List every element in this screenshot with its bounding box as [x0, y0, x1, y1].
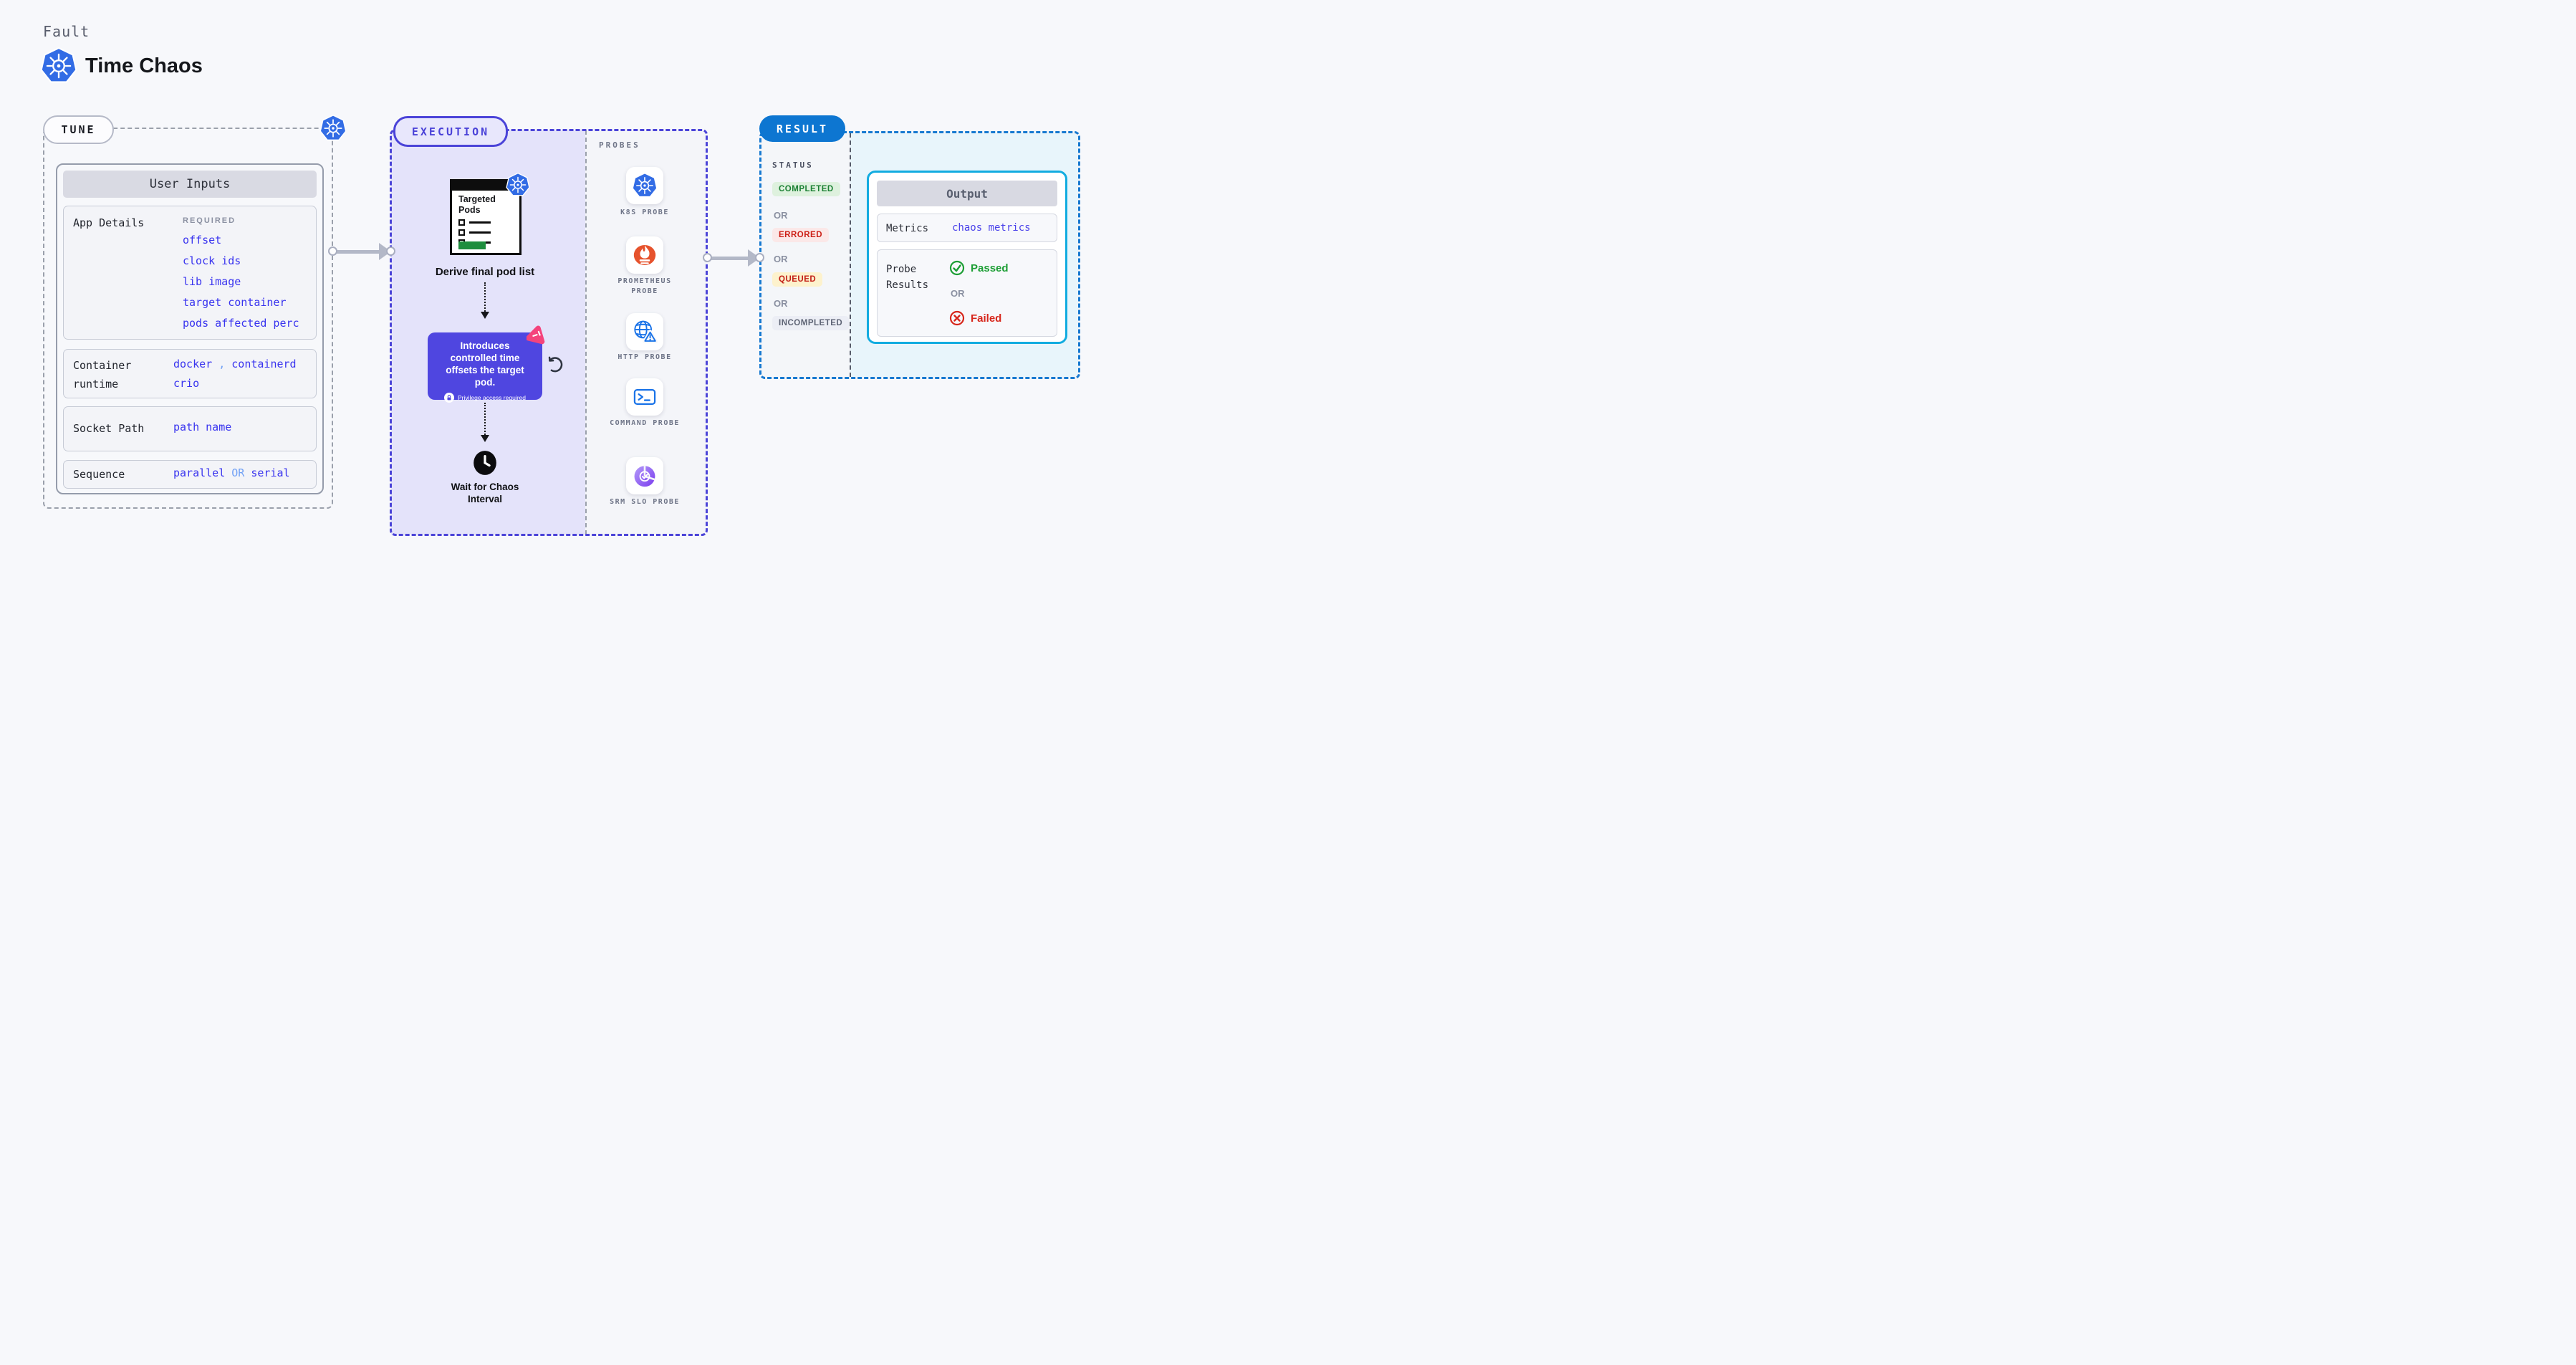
targeted-pods-title: Targeted Pods [458, 194, 496, 215]
tune-pill: TUNE [43, 115, 114, 144]
privilege-note: Privilege access required [458, 394, 526, 401]
x-circle-icon [949, 310, 965, 326]
socket-path-row [63, 406, 317, 451]
runtime-containerd[interactable]: containerd [231, 358, 297, 370]
kubernetes-logo-icon [40, 47, 77, 83]
tooltip-text: Introduces controlled time offsets the t… [446, 340, 524, 388]
connector-dot [386, 246, 395, 256]
k8s-icon [632, 173, 658, 198]
probe-label-k8s: K8S PROBE [620, 209, 669, 216]
metrics-value-link[interactable]: chaos metrics [952, 222, 1031, 234]
probe-label-http: HTTP PROBE [617, 353, 672, 361]
status-badge-incompleted: INCOMPLETED [772, 316, 850, 330]
prometheus-icon [633, 244, 656, 266]
time-chaos-diagram: Fault Time Chaos TUNE User Inputs App De… [0, 0, 1115, 590]
flow-dotted-arrow [481, 282, 489, 319]
probe-results-row: Probe Results Passed OR Failed [877, 249, 1057, 337]
probe-results-label: Probe Results [886, 264, 929, 291]
probe-card-prometheus[interactable] [626, 236, 663, 274]
pod-checkbox [458, 219, 465, 226]
probe-card-http[interactable] [626, 313, 663, 350]
user-inputs-card [56, 163, 324, 494]
derive-pod-list-caption: Derive final pod list [435, 266, 535, 278]
kubernetes-corner-icon [319, 115, 347, 141]
sequence-serial[interactable]: serial [251, 466, 290, 479]
probe-card-k8s[interactable] [626, 167, 663, 204]
kubernetes-badge-icon [506, 173, 530, 196]
wait-interval-caption: Wait for Chaos Interval [451, 482, 519, 504]
probe-label-prometheus: PROMETHEUS PROBE [617, 277, 672, 295]
container-runtime-label: Container runtime [73, 359, 132, 391]
socket-path-label: Socket Path [73, 422, 145, 435]
probe-label-command: COMMAND PROBE [610, 419, 680, 427]
chaos-pink-badge-icon [527, 325, 545, 345]
sequence-or: OR [231, 466, 245, 479]
required-tag: REQUIRED [183, 216, 236, 225]
container-runtime-row [63, 349, 317, 398]
status-title: STATUS [772, 161, 814, 170]
result-pill: RESULT [759, 115, 845, 142]
output-box: Output Metrics chaos metrics Probe Resul… [867, 171, 1067, 344]
metrics-row: Metrics chaos metrics [877, 214, 1057, 242]
tune-section [43, 128, 333, 509]
or-separator: OR [951, 288, 965, 299]
runtime-crio[interactable]: crio [173, 377, 200, 390]
probe-card-command[interactable] [626, 378, 663, 416]
execution-pill: EXECUTION [393, 116, 508, 147]
sequence-values[interactable]: parallel OR serial [173, 466, 290, 479]
runtime-docker[interactable]: docker [173, 358, 213, 370]
targeted-pods-titlebar [452, 181, 519, 191]
status-badge-queued: QUEUED [772, 272, 823, 287]
or-separator: OR [774, 254, 788, 264]
link-target-container[interactable]: target container [183, 296, 287, 309]
status-badge-errored: ERRORED [772, 228, 830, 242]
pod-progress-bar [458, 241, 486, 249]
failed-status: Failed [949, 310, 1001, 326]
connector-dot [328, 246, 337, 256]
app-details-row [63, 206, 317, 340]
connector-dot [703, 253, 712, 262]
socket-path-value[interactable]: path name [173, 421, 232, 434]
result-divider [850, 133, 851, 377]
probe-card-srm-slo[interactable] [626, 457, 663, 494]
link-pods-affected-perc[interactable]: pods affected perc [183, 317, 299, 330]
chaos-description-tooltip: Introduces controlled time offsets the t… [428, 332, 542, 403]
probes-title: PROBES [599, 140, 640, 150]
lock-icon [444, 393, 455, 403]
runtime-values-line1[interactable]: docker , containerd [173, 358, 297, 370]
or-separator: OR [774, 210, 788, 221]
flow-dotted-arrow [481, 403, 489, 442]
rerun-icon [548, 356, 563, 373]
execution-section [390, 129, 708, 536]
output-header: Output [877, 181, 1057, 206]
user-inputs-header: User Inputs [63, 171, 317, 198]
link-clock-ids[interactable]: clock ids [183, 254, 241, 267]
passed-status: Passed [949, 260, 1009, 276]
sequence-label: Sequence [73, 468, 125, 481]
connector-dot [755, 253, 764, 262]
command-icon [633, 388, 656, 406]
sequence-parallel[interactable]: parallel [173, 466, 226, 479]
page-title: Time Chaos [85, 54, 203, 77]
clock-icon [474, 451, 496, 475]
or-separator: OR [774, 298, 788, 309]
metrics-label: Metrics [886, 223, 929, 234]
sequence-row [63, 460, 317, 489]
pod-checkbox [458, 229, 465, 236]
fault-kicker: Fault [43, 23, 90, 40]
http-icon [631, 318, 658, 345]
runtime-separator: , [218, 358, 226, 370]
app-details-label: App Details [73, 216, 145, 229]
link-lib-image[interactable]: lib image [183, 275, 241, 288]
srm-slo-icon [633, 464, 656, 488]
link-offset[interactable]: offset [183, 234, 222, 246]
status-badge-completed: COMPLETED [772, 182, 840, 196]
probe-label-srm-slo: SRM SLO PROBE [610, 498, 680, 506]
check-circle-icon [949, 260, 965, 276]
